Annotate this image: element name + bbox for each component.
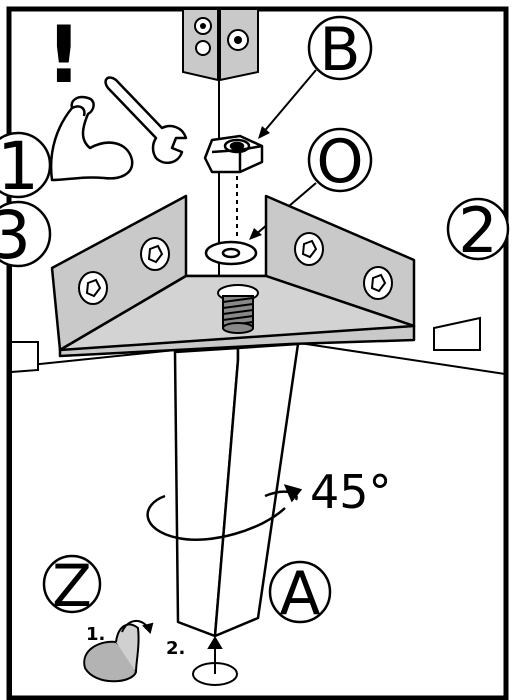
hinge-bracket [182,8,259,82]
threaded-insert-icon [217,284,259,334]
callout-a: A [268,559,332,629]
side-blocks [10,316,481,374]
callout-3: 3 [0,197,52,274]
callout-o-label: O [316,127,363,197]
screw-right-2 [363,266,393,300]
callout-2-label: 2 [458,194,497,267]
callout-z: Z [42,552,102,620]
callout-1: 1 [0,128,52,205]
glide-pad [83,623,140,683]
callout-a-label: A [279,559,320,629]
callout-1-label: 1 [0,128,39,205]
screw-left-2 [140,237,170,271]
bracket-screws [78,232,393,305]
warning-mark: ! [46,11,82,101]
rotation-angle: 45° [310,465,392,519]
callout-3-label: 3 [0,197,31,274]
callout-2: 2 [446,194,510,267]
screw-right-1 [294,232,324,266]
callout-o: O [249,127,373,240]
flexed-arm-icon [49,95,134,182]
wrench-icon [104,76,188,165]
step-1-label: 1. [86,624,105,645]
hex-nut-icon [203,134,264,174]
callout-b-label: B [319,15,360,85]
callout-z-label: Z [52,552,92,620]
washer-icon [204,240,258,266]
rotate-arrow-icon [146,484,303,541]
step-2-label: 2. [166,638,185,659]
table-leg [173,342,300,638]
up-arrow-icon [192,636,238,686]
callout-b: B [258,15,373,139]
screw-left-1 [78,271,108,305]
peel-arrow-icon [121,620,154,634]
